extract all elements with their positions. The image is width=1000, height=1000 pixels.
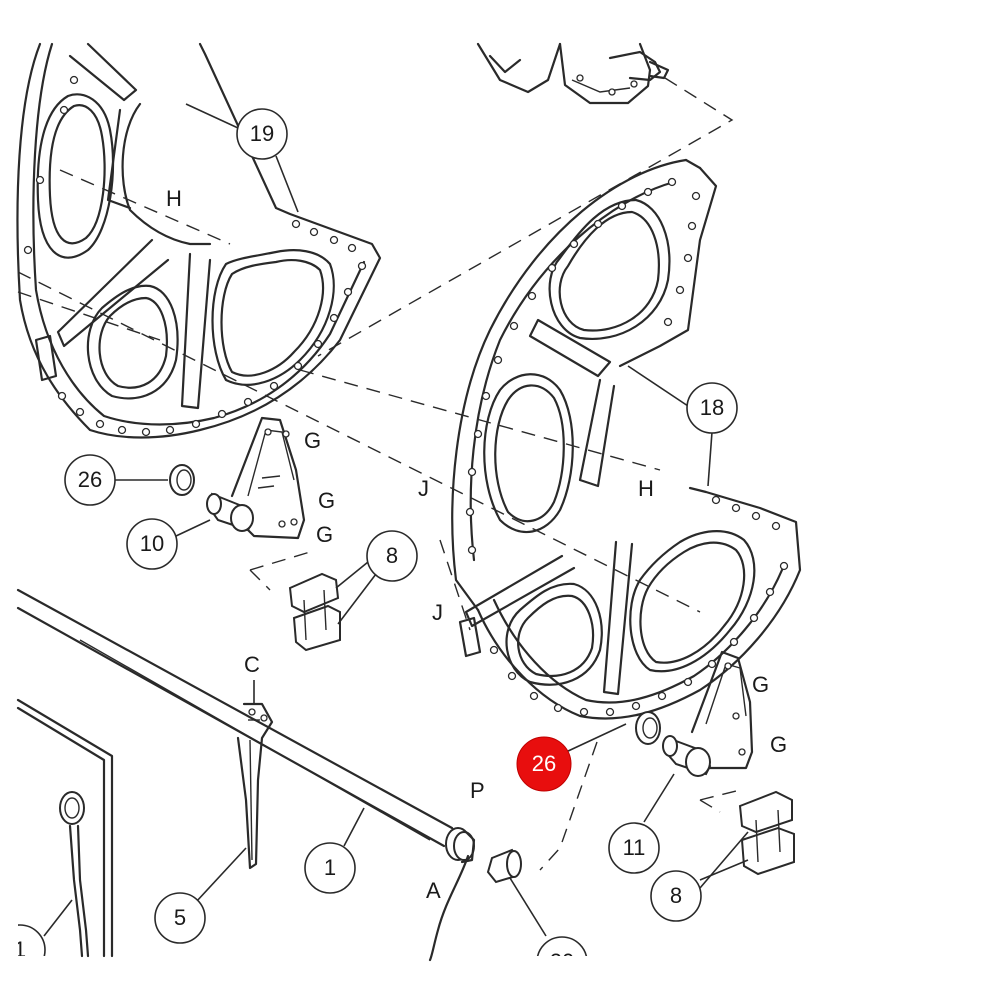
axle-shaft-1 xyxy=(16,588,476,864)
callout-26-left[interactable]: 26 xyxy=(64,454,116,506)
bracket-plate-left xyxy=(230,416,306,540)
callout-18[interactable]: 18 xyxy=(686,382,738,434)
sleeve-11 xyxy=(662,735,712,777)
callout-8-right[interactable]: 8 xyxy=(650,870,702,922)
callout-1[interactable]: 1 xyxy=(304,842,356,894)
callout-19[interactable]: 19 xyxy=(236,108,288,160)
letter-j-1: J xyxy=(418,476,429,501)
callout-5[interactable]: 5 xyxy=(154,892,206,944)
callout-1-partial-left[interactable]: 1 xyxy=(0,924,46,975)
sleeve-10 xyxy=(206,492,254,532)
letter-g-4: G xyxy=(752,672,769,697)
wheel-half-left xyxy=(16,42,382,439)
wheel-half-right xyxy=(451,158,802,720)
ring-26-right xyxy=(635,711,661,745)
letter-h-left: H xyxy=(166,186,182,211)
letter-g-5: G xyxy=(770,732,787,757)
callout-11[interactable]: 11 xyxy=(608,822,660,874)
leader-lines xyxy=(43,103,749,937)
svg-text:5: 5 xyxy=(174,905,186,930)
letter-a: A xyxy=(426,878,441,903)
lower-left-frame xyxy=(16,698,114,958)
hub-assembly-top xyxy=(476,42,670,105)
callout-26-highlighted[interactable]: 26 xyxy=(516,736,572,792)
letter-p: P xyxy=(470,778,485,803)
clamp-8-left xyxy=(288,572,341,652)
letter-g-3: G xyxy=(316,522,333,547)
callout-10[interactable]: 10 xyxy=(126,518,178,570)
svg-text:20: 20 xyxy=(550,949,574,974)
clamp-8-right xyxy=(738,790,795,876)
lever-5 xyxy=(236,702,274,870)
letter-g-2: G xyxy=(318,488,335,513)
letter-g-1: G xyxy=(304,428,321,453)
svg-text:18: 18 xyxy=(700,395,724,420)
spacer-20 xyxy=(486,848,522,884)
svg-text:26: 26 xyxy=(532,751,556,776)
svg-text:10: 10 xyxy=(140,531,164,556)
svg-text:26: 26 xyxy=(78,467,102,492)
svg-text:19: 19 xyxy=(250,121,274,146)
svg-text:1: 1 xyxy=(324,855,336,880)
reference-letters: H H G G G G G J J C P A xyxy=(166,186,787,903)
svg-text:1: 1 xyxy=(14,937,26,962)
callout-20-partial[interactable]: 20 xyxy=(536,936,588,987)
assembly-guide-lines xyxy=(17,77,741,871)
svg-text:8: 8 xyxy=(670,883,682,908)
letter-j-2: J xyxy=(432,600,443,625)
callout-8-left[interactable]: 8 xyxy=(366,530,418,582)
bracket-plate-right xyxy=(690,650,754,770)
ring-26-left xyxy=(169,464,195,496)
cable xyxy=(428,854,470,962)
svg-text:8: 8 xyxy=(386,543,398,568)
letter-c: C xyxy=(244,652,260,677)
svg-text:11: 11 xyxy=(623,835,646,860)
letter-h-right: H xyxy=(638,476,654,501)
